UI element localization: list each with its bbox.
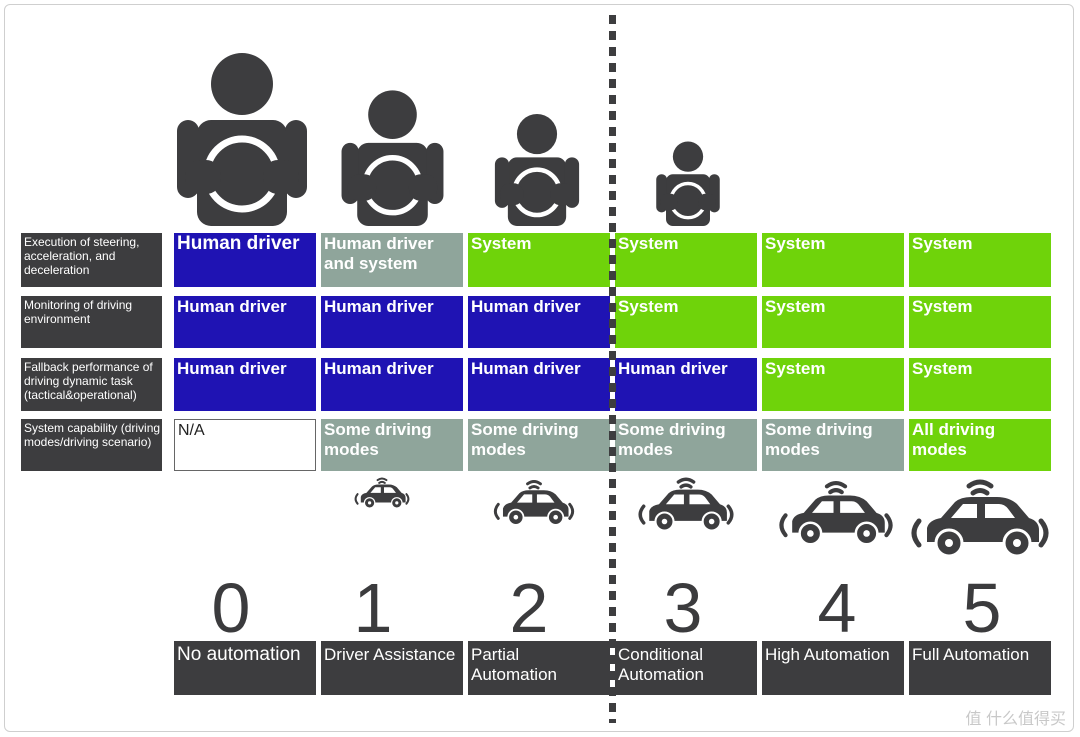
level-number-1: 1 (353, 569, 393, 647)
cell-fallback-level-2: Human driver (468, 358, 610, 411)
cell-capability-level-1: Some driving modes (321, 419, 463, 471)
autonomous-car-icon-level-3 (638, 477, 734, 532)
cell-capability-level-4: Some driving modes (762, 419, 904, 471)
cell-monitoring-level-1: Human driver (321, 296, 463, 348)
cell-monitoring-level-3: System (615, 296, 757, 348)
level-number-4: 4 (817, 569, 857, 647)
cell-execution-level-0: Human driver (174, 233, 316, 287)
row-label-execution: Execution of steering, acceleration, and… (21, 233, 162, 287)
cell-execution-level-2: System (468, 233, 610, 287)
driver-steering-wheel-icon-level-2 (494, 113, 580, 226)
level-number-5: 5 (962, 569, 1002, 647)
cell-execution-level-4: System (762, 233, 904, 287)
cell-execution-level-3: System (615, 233, 757, 287)
cell-fallback-level-3: Human driver (615, 358, 757, 411)
diagram-frame (4, 4, 1074, 732)
cell-monitoring-level-0: Human driver (174, 296, 316, 348)
autonomous-car-icon-level-4 (779, 481, 893, 546)
cell-fallback-level-4: System (762, 358, 904, 411)
level-number-0: 0 (211, 569, 251, 647)
driver-steering-wheel-icon-level-3 (656, 141, 720, 226)
level-name-1: Driver Assistance (321, 641, 463, 695)
autonomous-car-icon-level-2 (493, 480, 575, 526)
level-number-2: 2 (509, 569, 549, 647)
cell-monitoring-level-2: Human driver (468, 296, 610, 348)
cell-fallback-level-1: Human driver (321, 358, 463, 411)
row-label-fallback: Fallback performance of driving dynamic … (21, 358, 162, 411)
cell-capability-level-2: Some driving modes (468, 419, 610, 471)
autonomous-car-icon-level-1 (354, 477, 410, 509)
watermark: 值 什么值得买 (965, 711, 1066, 728)
cell-capability-level-0: N/A (174, 419, 316, 471)
level-name-3: Conditional Automation (615, 641, 757, 695)
cell-execution-level-5: System (909, 233, 1051, 287)
level-name-5: Full Automation (909, 641, 1051, 695)
cell-execution-level-1: Human driver and system (321, 233, 463, 287)
driver-steering-wheel-icon-level-1 (341, 90, 444, 226)
cell-fallback-level-0: Human driver (174, 358, 316, 411)
driver-steering-wheel-icon-level-0 (177, 53, 307, 226)
row-label-system-capability: System capability (driving modes/driving… (21, 419, 162, 471)
row-label-monitoring: Monitoring of driving environment (21, 296, 162, 348)
level-name-2: Partial Automation (468, 641, 610, 695)
cell-capability-level-3: Some driving modes (615, 419, 757, 471)
dashed-divider-line (609, 15, 616, 723)
cell-capability-level-5: All driving modes (909, 419, 1051, 471)
cell-monitoring-level-5: System (909, 296, 1051, 348)
cell-monitoring-level-4: System (762, 296, 904, 348)
level-number-3: 3 (663, 569, 703, 647)
cell-fallback-level-5: System (909, 358, 1051, 411)
level-name-4: High Automation (762, 641, 904, 695)
autonomous-car-icon-level-5 (911, 479, 1049, 558)
level-name-0: No automation (174, 641, 316, 695)
